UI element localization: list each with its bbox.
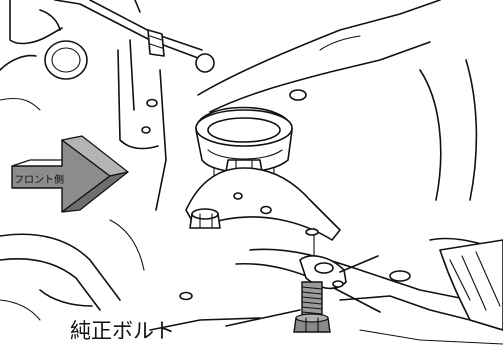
front-side-label: フロント側 [14,173,64,186]
front-direction-arrow: フロント側 [11,135,129,213]
lower-left-chassis [0,219,261,331]
lower-bracket [185,167,341,241]
lower-right-chassis [235,237,503,345]
genuine-bolt-label: 純正ボルト [70,319,175,343]
left-bracket [117,39,167,211]
genuine-bolt-assembly [225,227,379,333]
upper-arm [197,0,478,201]
upper-bracket [54,0,215,73]
upper-left-member [0,0,88,111]
